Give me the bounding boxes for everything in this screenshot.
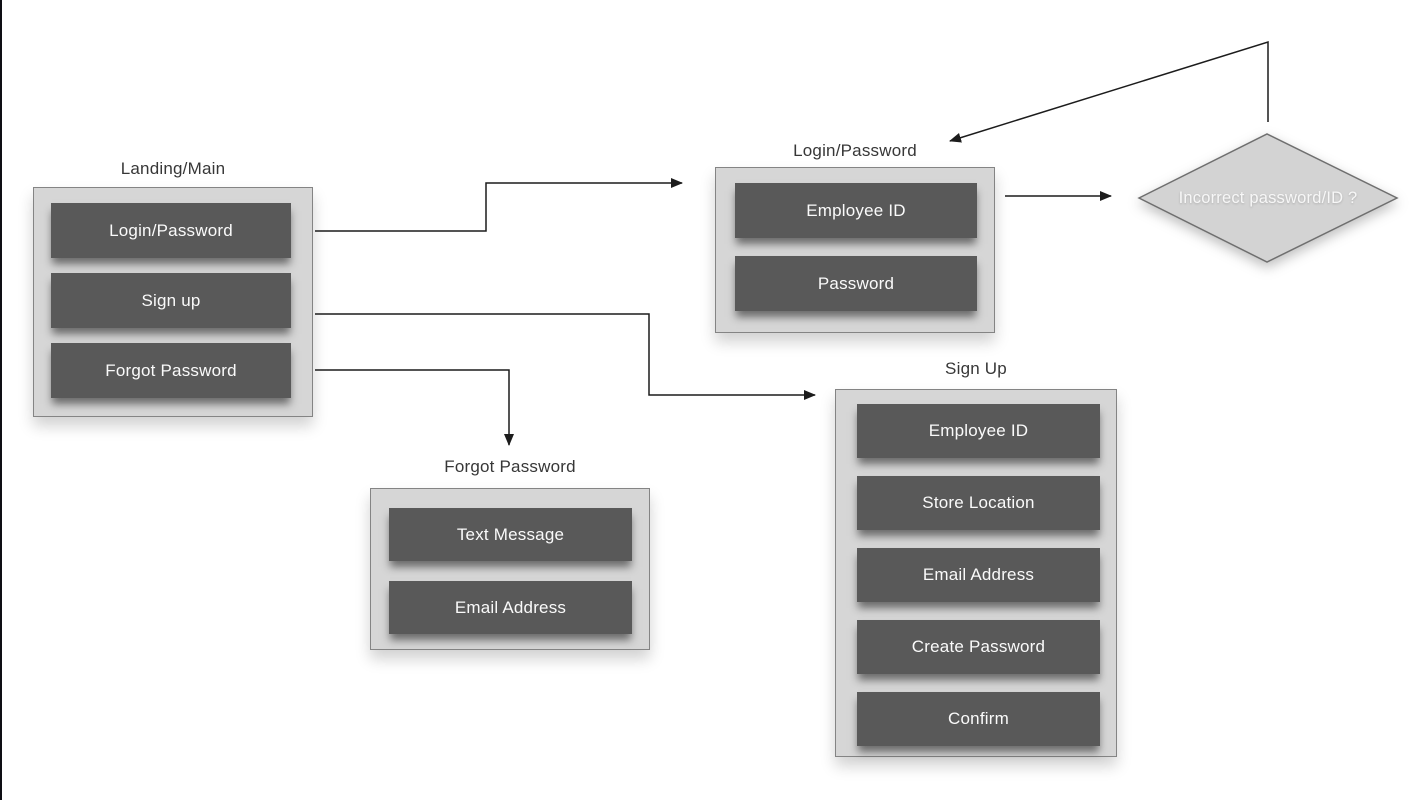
email-address-button[interactable]: Email Address (389, 581, 632, 634)
incorrect-password-decision: Incorrect password/ID ? (1135, 128, 1401, 268)
landing-main-group: Login/Password Sign up Forgot Password (33, 187, 313, 417)
arrow-decision-to-login (949, 40, 1269, 143)
forgot-password-button[interactable]: Forgot Password (51, 343, 291, 398)
sign-up-group: Employee ID Store Location Email Address… (835, 389, 1117, 757)
text-message-button[interactable]: Text Message (389, 508, 632, 561)
store-location-field[interactable]: Store Location (857, 476, 1100, 530)
password-field[interactable]: Password (735, 256, 977, 311)
confirm-button[interactable]: Confirm (857, 692, 1100, 746)
employee-id-field[interactable]: Employee ID (735, 183, 977, 238)
login-password-button[interactable]: Login/Password (51, 203, 291, 258)
arrow-landing-to-login (315, 178, 683, 232)
signup-email-address-field[interactable]: Email Address (857, 548, 1100, 602)
window-left-edge (0, 0, 2, 800)
signup-employee-id-field[interactable]: Employee ID (857, 404, 1100, 458)
forgot-password-group: Text Message Email Address (370, 488, 650, 650)
forgot-password-title: Forgot Password (444, 457, 576, 476)
create-password-field[interactable]: Create Password (857, 620, 1100, 674)
decision-label: Incorrect password/ID ? (1178, 188, 1358, 207)
landing-main-title: Landing/Main (120, 159, 226, 178)
decision-diamond-shape (1137, 133, 1399, 263)
sign-up-title: Sign Up (945, 359, 1007, 378)
sign-up-button[interactable]: Sign up (51, 273, 291, 328)
arrow-landing-to-forgot (315, 369, 514, 446)
login-password-title: Login/Password (793, 141, 917, 160)
login-password-group: Employee ID Password (715, 167, 995, 333)
